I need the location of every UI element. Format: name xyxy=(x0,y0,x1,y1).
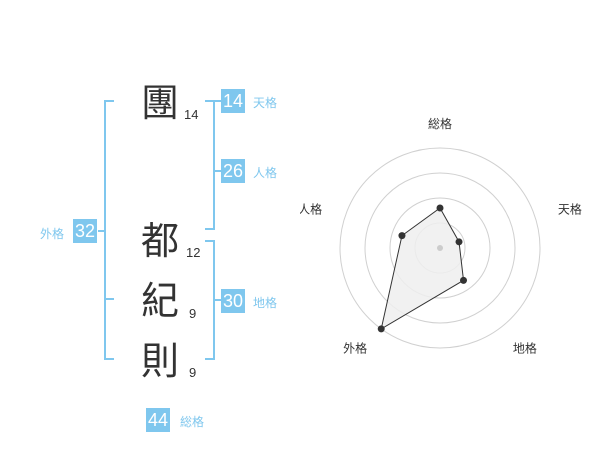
name-char-4: 則 xyxy=(141,339,180,383)
radar-center-dot xyxy=(437,245,443,251)
soukaku-value: 44 xyxy=(146,408,170,432)
stroke-count-2: 12 xyxy=(186,245,201,260)
jinkaku-bracket xyxy=(205,100,215,230)
jinkaku-label: 人格 xyxy=(253,166,278,180)
name-char-2: 都 xyxy=(141,219,180,263)
gaikaku-label: 外格 xyxy=(40,227,65,241)
chikaku-value: 30 xyxy=(221,289,245,313)
radar-ring-3 xyxy=(364,172,516,324)
chikaku-connector xyxy=(214,299,221,301)
radar-axis-label-1: 総格 xyxy=(428,116,452,131)
stroke-count-4: 9 xyxy=(189,365,197,380)
radar-axis-label-3: 地格 xyxy=(513,340,537,355)
radar-point-2 xyxy=(455,238,463,246)
radar-axis-label-4: 外格 xyxy=(343,340,367,355)
stroke-count-3: 9 xyxy=(189,306,197,321)
radar-ring-2 xyxy=(389,197,491,299)
tenkaku-value: 14 xyxy=(221,89,245,113)
gaikaku-value: 32 xyxy=(73,219,97,243)
jinkaku-connector xyxy=(214,170,221,172)
radar-point-1 xyxy=(436,204,444,212)
stroke-count-1: 14 xyxy=(184,107,199,122)
radar-axis-label-5: 人格 xyxy=(300,202,322,217)
radar-point-4 xyxy=(377,325,385,333)
radar-ring-4 xyxy=(339,147,541,349)
radar-point-5 xyxy=(398,232,406,240)
radar-points xyxy=(377,204,468,333)
soukaku-label: 総格 xyxy=(180,415,205,429)
tenkaku-connector xyxy=(205,100,221,102)
tenkaku-label: 天格 xyxy=(253,96,278,110)
gaikaku-bracket-tick xyxy=(104,298,114,300)
radar-axis-label-2: 天格 xyxy=(558,202,582,217)
name-char-1: 團 xyxy=(141,81,180,125)
gaikaku-connector xyxy=(98,230,105,232)
jinkaku-value: 26 xyxy=(221,159,245,183)
gaikaku-bracket xyxy=(104,100,114,360)
radar-point-3 xyxy=(460,276,468,284)
chikaku-label: 地格 xyxy=(253,296,278,310)
name-char-3: 紀 xyxy=(141,279,180,323)
